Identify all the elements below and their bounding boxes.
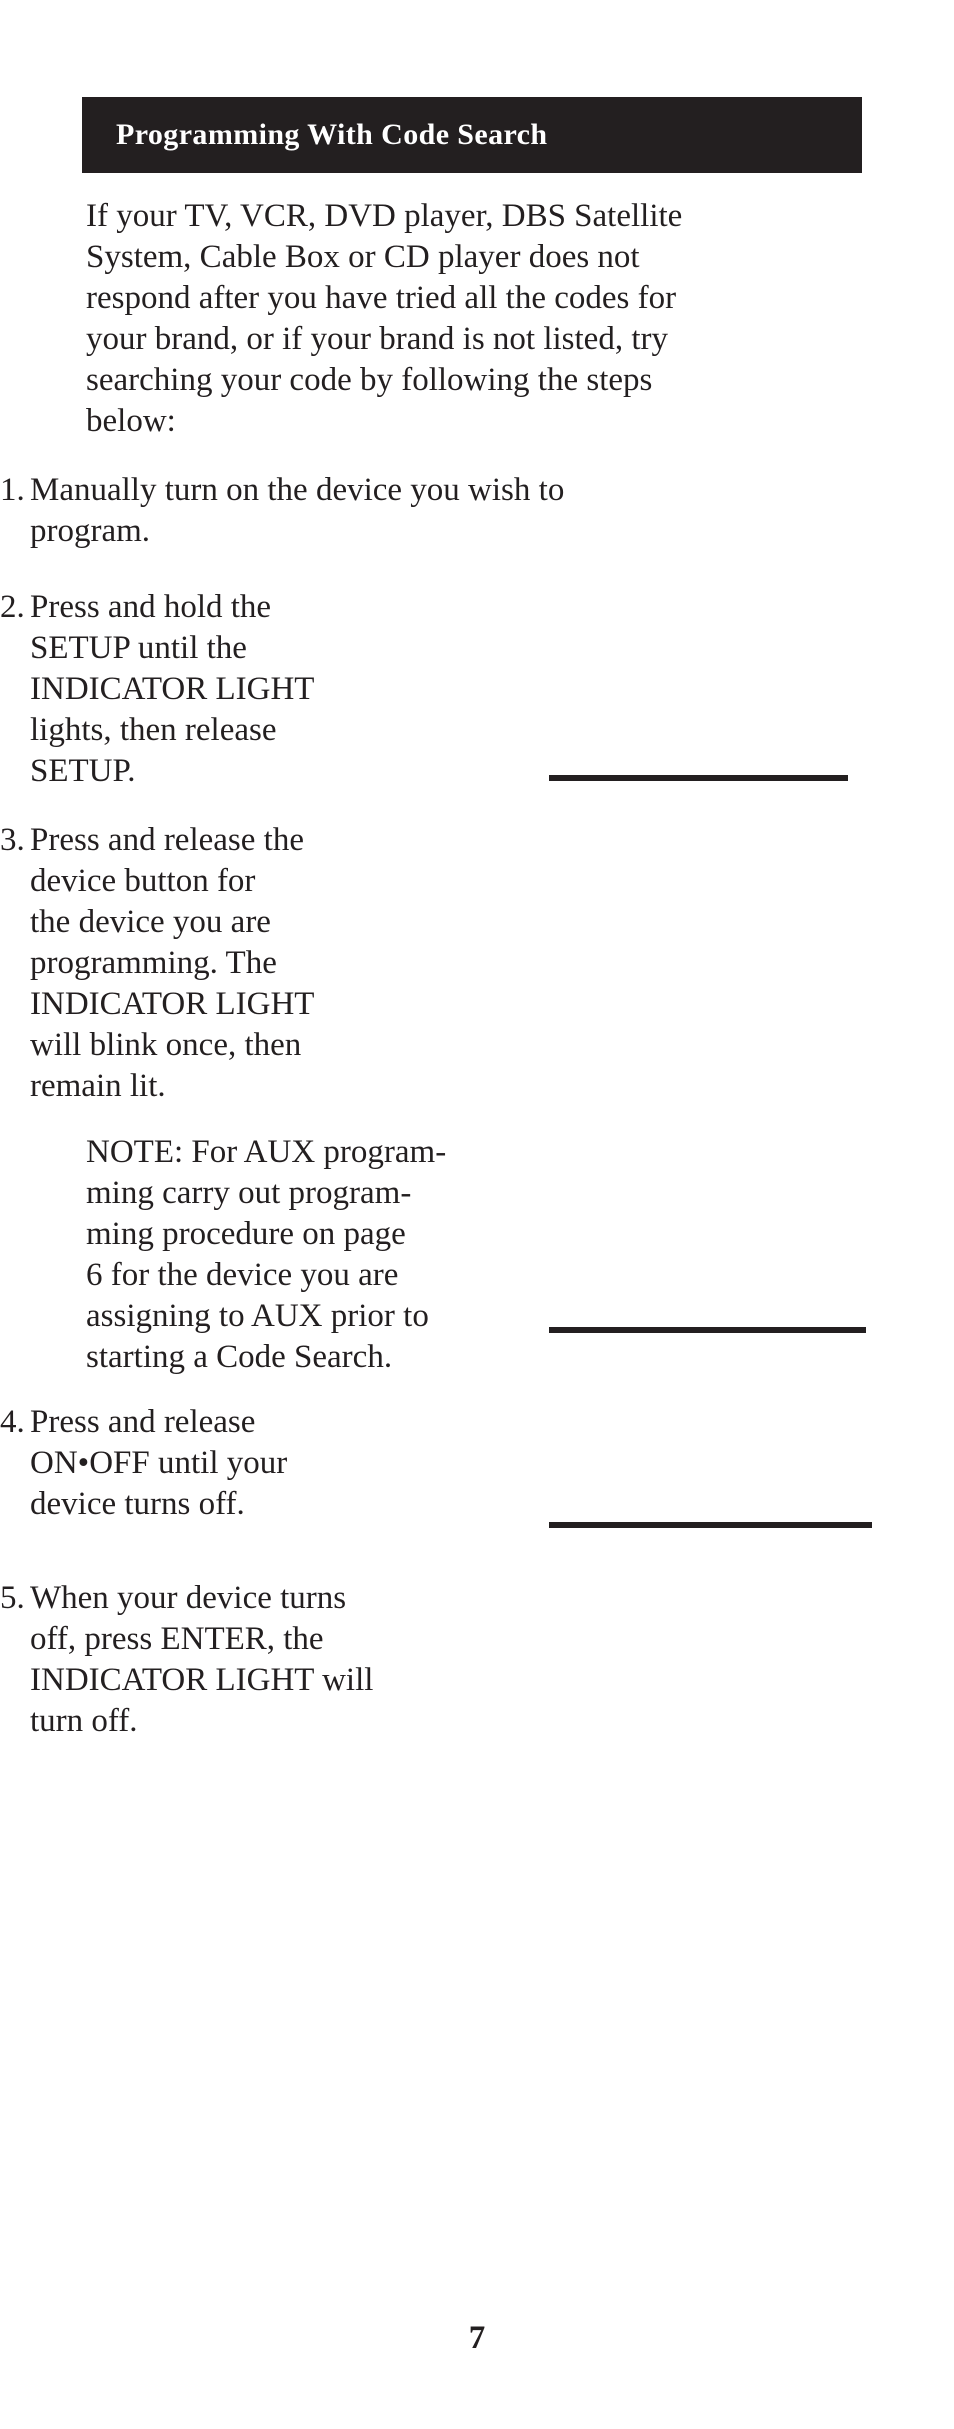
- step-line: Press and release the: [30, 822, 304, 858]
- step-line: INDICATOR LIGHT: [30, 671, 315, 707]
- step-line: ON•OFF until your: [30, 1445, 288, 1481]
- intro-line: below:: [86, 403, 176, 439]
- step-line: Manually turn on the device you wish to: [30, 472, 565, 508]
- separator-rule-after-step-4: [549, 1522, 872, 1528]
- note-line: starting a Code Search.: [86, 1339, 393, 1375]
- step-text: Press and release the device button for …: [30, 820, 470, 1107]
- separator-rule-after-step-2: [549, 775, 848, 781]
- step-line: lights, then release: [30, 712, 277, 748]
- step-line: Press and release: [30, 1404, 256, 1440]
- step-item-5: 5. When your device turns off, press ENT…: [0, 1578, 470, 1742]
- step-line: device turns off.: [30, 1486, 245, 1522]
- step-line: programming. The: [30, 945, 277, 981]
- separator-rule-after-note: [549, 1327, 866, 1333]
- step-line: When your device turns: [30, 1580, 347, 1616]
- note-line: assigning to AUX prior to: [86, 1298, 429, 1334]
- step-line: SETUP.: [30, 753, 136, 789]
- intro-line: your brand, or if your brand is not list…: [86, 321, 668, 357]
- step-line: SETUP until the: [30, 630, 247, 666]
- step-line: INDICATOR LIGHT: [30, 986, 315, 1022]
- step-text: When your device turns off, press ENTER,…: [30, 1578, 470, 1742]
- step-line: Press and hold the: [30, 589, 272, 625]
- step-line: device button for: [30, 863, 256, 899]
- intro-paragraph: If your TV, VCR, DVD player, DBS Satelli…: [86, 196, 864, 442]
- step-text: Press and release ON•OFF until your devi…: [30, 1402, 470, 1525]
- step-line: program.: [30, 513, 151, 549]
- step-line: the device you are: [30, 904, 271, 940]
- note-line: ming carry out program-: [86, 1175, 412, 1211]
- step-item-3: 3. Press and release the device button f…: [0, 820, 470, 1107]
- step-number: 2.: [0, 589, 25, 625]
- note-line: ming procedure on page: [86, 1216, 406, 1252]
- step-line: turn off.: [30, 1703, 138, 1739]
- page-title: Programming With Code Search: [116, 118, 548, 151]
- note-block: NOTE: For AUX program- ming carry out pr…: [86, 1132, 556, 1378]
- step-number: 5.: [0, 1580, 25, 1616]
- intro-line: respond after you have tried all the cod…: [86, 280, 677, 316]
- step-line: will blink once, then: [30, 1027, 302, 1063]
- step-item-4: 4. Press and release ON•OFF until your d…: [0, 1402, 470, 1525]
- step-number: 3.: [0, 822, 25, 858]
- intro-line: If your TV, VCR, DVD player, DBS Satelli…: [86, 198, 683, 234]
- step-item-1: 1. Manually turn on the device you wish …: [0, 470, 804, 552]
- intro-line: searching your code by following the ste…: [86, 362, 653, 398]
- step-number: 4.: [0, 1404, 25, 1440]
- step-line: INDICATOR LIGHT will: [30, 1662, 374, 1698]
- note-line: 6 for the device you are: [86, 1257, 399, 1293]
- step-text: Manually turn on the device you wish to …: [30, 470, 804, 552]
- step-number: 1.: [0, 472, 25, 508]
- step-line: off, press ENTER, the: [30, 1621, 324, 1657]
- note-line: NOTE: For AUX program-: [86, 1134, 447, 1170]
- step-text: Press and hold the SETUP until the INDIC…: [30, 587, 470, 792]
- section-header-bar: Programming With Code Search: [82, 97, 862, 173]
- step-line: remain lit.: [30, 1068, 166, 1104]
- intro-line: System, Cable Box or CD player does not: [86, 239, 640, 275]
- step-item-2: 2. Press and hold the SETUP until the IN…: [0, 587, 470, 792]
- page-number: 7: [468, 2320, 486, 2356]
